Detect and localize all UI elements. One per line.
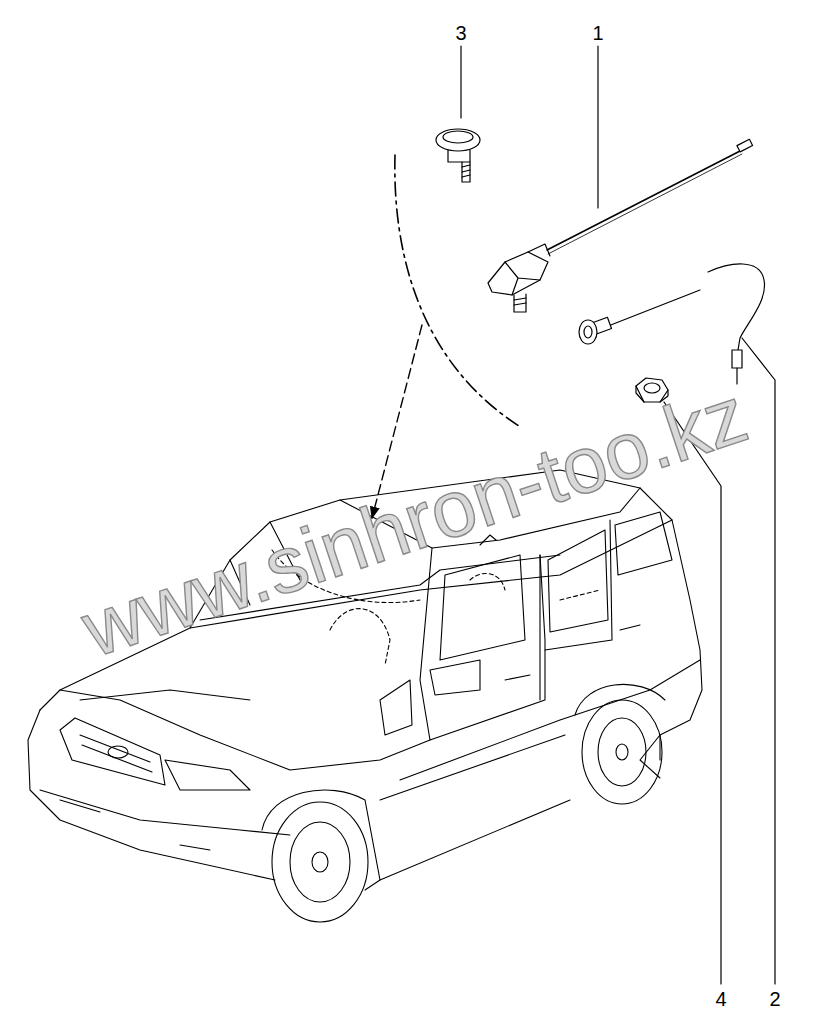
antenna (488, 139, 753, 312)
callout-number: 4 (713, 989, 728, 1009)
callout-number: 1 (590, 23, 605, 43)
watermark: www.sinhron-too.kz (73, 374, 756, 670)
leader-line (597, 46, 598, 208)
callout-number: 2 (767, 989, 782, 1009)
leader-line (664, 402, 721, 984)
leader-line (460, 46, 461, 118)
antenna-cable (579, 264, 765, 384)
antenna-cap (436, 129, 480, 182)
callout-number: 3 (453, 23, 468, 43)
